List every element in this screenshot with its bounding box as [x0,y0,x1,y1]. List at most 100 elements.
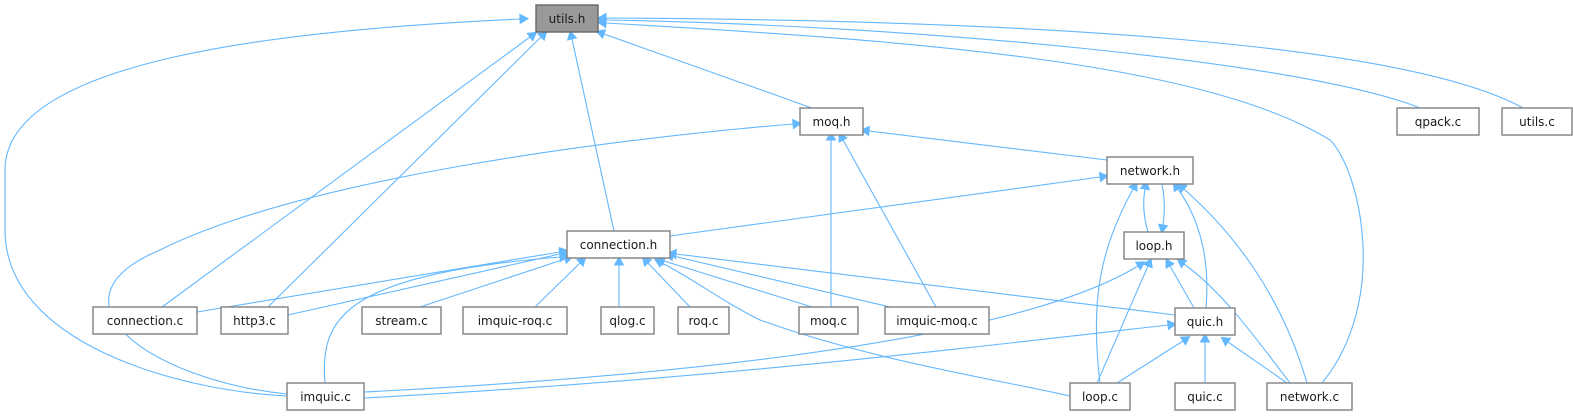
arrowhead-icon [519,13,530,25]
node-network-c[interactable]: network.c [1266,382,1353,411]
arrowhead-icon [1220,336,1232,347]
node-quic-h[interactable]: quic.h [1174,307,1236,336]
node-label: imquic-roq.c [478,314,553,328]
node-loop-h[interactable]: loop.h [1123,231,1185,260]
edge-line [571,38,615,232]
node-moq-c[interactable]: moq.c [798,306,859,335]
edge-connection-h-to-network-h [669,171,1109,237]
edge-line [108,123,794,395]
edge-line [868,130,1108,161]
edge-moq-c-to-connection-h [655,256,813,308]
arrowhead-icon [1134,261,1146,271]
node-box [884,306,990,335]
edge-connection-c-to-utils-h [161,31,538,308]
arrowhead-icon [825,130,837,141]
node-label: moq.h [812,115,850,129]
nodes-layer: utils.h moq.h qpack.c utils.c network.h conne… [92,4,1573,411]
edge-line [672,255,891,308]
node-label: connection.c [107,314,184,328]
edge-loop-c-to-network-h [1095,181,1138,384]
node-label: qpack.c [1415,115,1462,129]
node-connection-c[interactable]: connection.c [92,306,198,335]
arrowhead-icon [1199,332,1211,343]
node-box [286,382,365,411]
edge-line [1227,341,1288,384]
edge-line [287,253,561,316]
edge-imquic-moq-c-to-connection-h [664,250,891,308]
arrowhead-icon [1179,336,1191,346]
arrowhead-icon [860,125,871,137]
node-label: imquic-moq.c [896,314,978,328]
edge-quic-c-to-quic-h [1199,332,1211,383]
edge-line [363,265,1139,393]
edge-qlog-c-to-connection-h [613,255,625,307]
edge-line [661,262,1071,397]
edge-line [842,139,937,308]
edge-loop-h-to-network-h [1139,180,1151,233]
edge-line [605,22,1364,384]
edge-connection-h-to-utils-h [566,30,615,232]
node-box [566,230,671,259]
node-label: stream.c [375,314,427,328]
edge-connection-c-to-connection-h [196,246,569,313]
arrowhead-icon [1142,257,1153,269]
node-box [677,306,730,335]
edge-qpack-c-to-utils-h [596,14,1421,109]
node-network-h[interactable]: network.h [1106,156,1194,185]
edge-line [669,176,1101,237]
node-label: http3.c [233,314,276,328]
node-box [462,306,568,335]
node-stream-c[interactable]: stream.c [361,306,442,335]
node-qlog-c[interactable]: qlog.c [600,306,655,335]
edge-utils-c-to-utils-h [596,12,1524,109]
edge-line [534,262,581,308]
node-roq-c[interactable]: roq.c [677,306,730,335]
node-label: loop.c [1082,390,1118,404]
node-imquic-moq-c[interactable]: imquic-moq.c [884,306,990,335]
edge-quic-h-to-connection-h [667,248,1176,316]
node-loop-c[interactable]: loop.c [1069,382,1131,411]
edge-line [605,17,1524,109]
node-connection-h[interactable]: connection.h [566,230,671,259]
node-utils-c[interactable]: utils.c [1501,107,1573,136]
node-box [1266,382,1353,411]
arrowhead-icon [1166,319,1177,331]
edge-line [1177,188,1208,309]
edge-line [1169,265,1195,309]
node-box [92,306,198,335]
edge-line [1096,265,1149,384]
edge-network-c-to-network-h [1177,183,1308,384]
arrowhead-icon [1157,223,1169,234]
edge-line [1095,188,1134,384]
edge-line [1161,183,1165,226]
node-quic-c[interactable]: quic.c [1174,382,1236,411]
edge-imquic-roq-c-to-connection-h [534,256,587,308]
edge-line [323,256,561,384]
node-moq-h[interactable]: moq.h [799,107,864,136]
arrowhead-icon [1165,258,1175,270]
node-box [361,306,442,335]
node-http3-c[interactable]: http3.c [220,306,289,335]
node-qpack-c[interactable]: qpack.c [1396,107,1480,136]
node-label: imquic.c [300,390,351,404]
node-imquic-roq-c[interactable]: imquic-roq.c [462,306,568,335]
arrowhead-icon [566,30,578,41]
node-box [1396,107,1480,136]
node-utils-h[interactable]: utils.h [535,4,599,33]
edge-imquic-c-to-loop-h [363,261,1146,393]
edge-http3-c-to-utils-h [267,30,548,308]
edge-network-h-to-loop-h [1157,183,1169,234]
node-box [1123,231,1185,260]
edge-line [1183,188,1308,384]
node-box [1174,382,1236,411]
arrowhead-icon [1098,171,1109,183]
edge-imquic-c-to-utils-h [4,13,530,397]
node-label: quic.h [1187,315,1224,329]
arrowhead-icon [596,12,607,24]
node-box [1069,382,1131,411]
edge-line [419,258,566,308]
node-box [798,306,859,335]
node-imquic-c[interactable]: imquic.c [286,382,365,411]
edge-loop-c-to-quic-h [1116,336,1191,384]
